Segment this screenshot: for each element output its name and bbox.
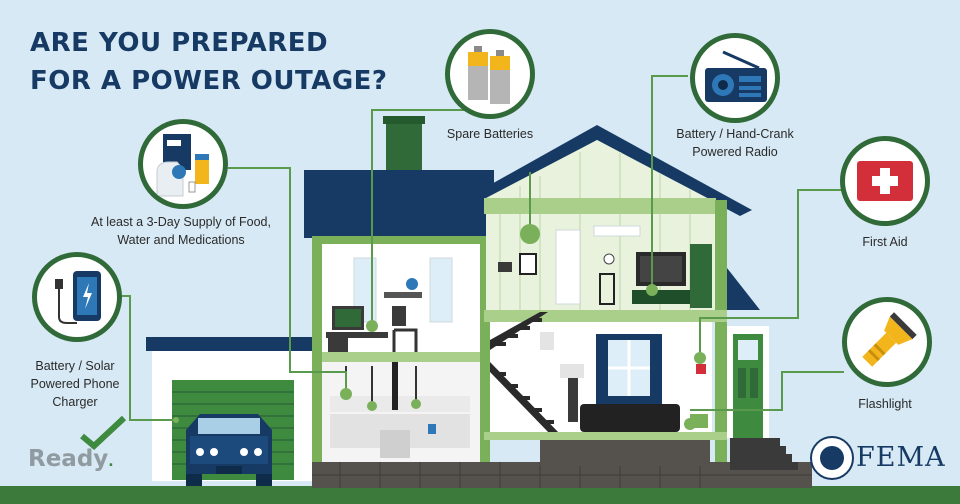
label-spare-batteries-text: Spare Batteries (446, 127, 534, 141)
label-radio-line-1: Battery / Hand-Crank (676, 127, 794, 141)
label-flashlight-text: Flashlight (858, 397, 912, 411)
flashlight-icon (842, 297, 932, 387)
batteries-icon (445, 29, 535, 119)
ready-logo: Ready. (28, 446, 114, 472)
label-first-aid: First Aid (840, 233, 930, 251)
label-flashlight: Flashlight (840, 395, 930, 413)
label-food-water: At least a 3-Day Supply of Food, Water a… (76, 213, 286, 249)
label-phone-charger-line-3: Charger (52, 395, 98, 409)
ready-logo-text: Ready (28, 446, 109, 472)
title-line-1: ARE YOU PREPARED (30, 28, 329, 58)
fema-logo: FEMA (856, 442, 946, 473)
label-phone-charger: Battery / Solar Powered Phone Charger (20, 357, 130, 411)
title-line-2: FOR A POWER OUTAGE? (30, 66, 388, 96)
label-radio-line-2: Powered Radio (692, 145, 778, 159)
label-spare-batteries: Spare Batteries (420, 125, 560, 143)
food-water-icon (138, 119, 228, 209)
page-title: ARE YOU PREPARED FOR A POWER OUTAGE? (30, 24, 388, 100)
label-first-aid-text: First Aid (862, 235, 908, 249)
fema-logo-text: FEMA (856, 442, 946, 473)
label-radio: Battery / Hand-Crank Powered Radio (660, 125, 810, 161)
radio-icon (690, 33, 780, 123)
label-phone-charger-line-2: Powered Phone (30, 377, 120, 391)
label-food-water-line-2: Water and Medications (117, 233, 245, 247)
label-phone-charger-line-1: Battery / Solar (35, 359, 115, 373)
ready-logo-dot: . (108, 454, 114, 470)
label-food-water-line-1: At least a 3-Day Supply of Food, (91, 215, 271, 229)
phone-charger-icon (32, 252, 122, 342)
dhs-seal-icon (810, 436, 854, 480)
first-aid-icon (840, 136, 930, 226)
